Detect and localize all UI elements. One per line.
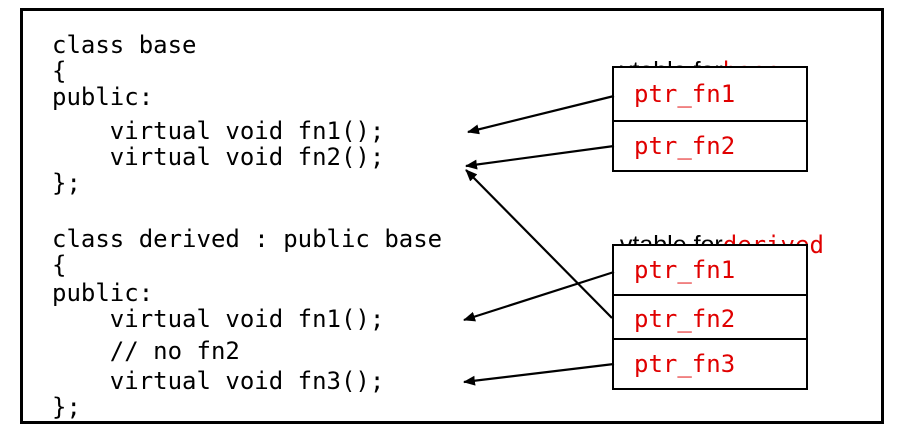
vtable-base-entry-1: ptr_fn1 (612, 66, 808, 122)
vtable-derived-entry-1: ptr_fn1 (612, 244, 808, 296)
arrow-derived-fn3 (463, 362, 615, 386)
code-derived-7: }; (52, 393, 81, 421)
code-derived-4: virtual void fn1(); (52, 305, 385, 333)
code-base-6: }; (52, 169, 81, 197)
code-derived-1: class derived : public base (52, 225, 443, 253)
code-derived-3: public: (52, 279, 154, 307)
arrow-derived-fn2-to-base-fn2 (465, 169, 613, 319)
code-derived-2: { (52, 251, 67, 279)
arrow-base-fn2 (465, 144, 615, 170)
vtable-base-entry-2-label: ptr_fn2 (634, 132, 736, 160)
code-base-5: virtual void fn2(); (52, 143, 385, 171)
code-base-4: virtual void fn1(); (52, 117, 385, 145)
vtable-base-entry-2: ptr_fn2 (612, 120, 808, 172)
vtable-base-entry-1-label: ptr_fn1 (634, 80, 736, 108)
vtable-derived-entry-1-label: ptr_fn1 (634, 256, 736, 284)
code-derived-6: virtual void fn3(); (52, 367, 385, 395)
code-derived-5: // no fn2 (52, 337, 240, 365)
diagram-frame (20, 8, 884, 424)
code-base-1: class base (52, 31, 197, 59)
arrow-derived-fn1 (463, 270, 615, 322)
code-base-3: public: (52, 83, 154, 111)
vtable-derived-entry-2-label: ptr_fn2 (634, 305, 736, 333)
code-base-2: { (52, 57, 67, 85)
arrow-base-fn1 (467, 94, 615, 135)
vtable-derived-entry-3-label: ptr_fn3 (634, 350, 736, 378)
vtable-derived-entry-3: ptr_fn3 (612, 338, 808, 390)
vtable-derived-entry-2: ptr_fn2 (612, 294, 808, 344)
